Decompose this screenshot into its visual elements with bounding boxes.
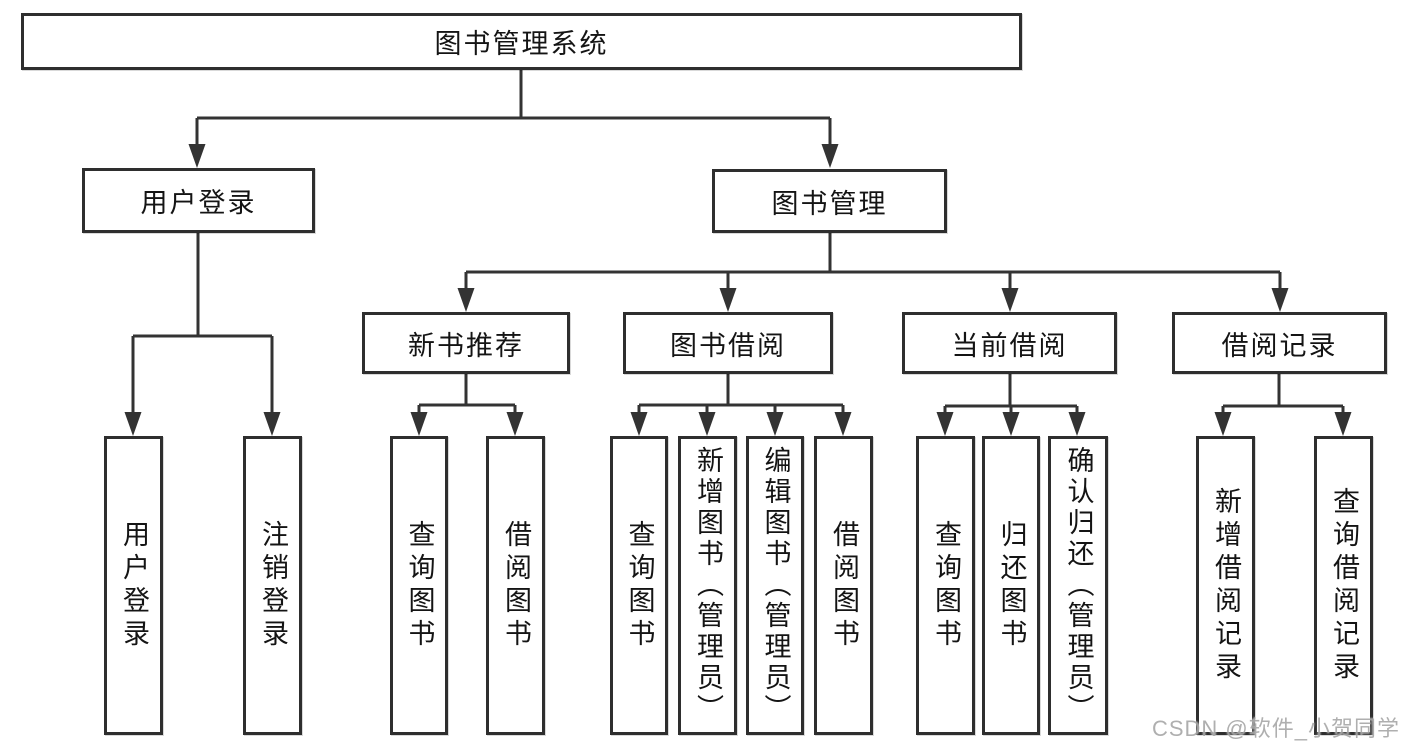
leaf-cb-query-books: 查询图书 <box>916 436 975 735</box>
node-borrowing-records: 借阅记录 <box>1172 312 1387 374</box>
node-book-borrowing: 图书借阅 <box>623 312 833 374</box>
leaf-bb-query-books: 查询图书 <box>610 436 668 735</box>
leaf-bb-borrow-books: 借阅图书 <box>814 436 873 735</box>
leaf-bb-borrow-books-label: 借阅图书 <box>829 519 859 652</box>
leaf-cb-return-books: 归还图书 <box>982 436 1040 735</box>
leaf-rec-borrow-books: 借阅图书 <box>486 436 545 735</box>
leaf-user-login-label: 用户登录 <box>119 519 149 652</box>
node-book-management: 图书管理 <box>712 169 947 233</box>
node-root-system: 图书管理系统 <box>21 13 1022 70</box>
leaf-cb-return-books-label: 归还图书 <box>996 519 1027 652</box>
leaf-br-add-record: 新增借阅记录 <box>1196 436 1255 735</box>
leaf-bb-add-books-admin-label: 新增图书（管理员） <box>693 446 723 725</box>
node-new-book-recommendation: 新书推荐 <box>362 312 570 374</box>
leaf-bb-edit-books-admin-label: 编辑图书（管理员） <box>760 446 791 725</box>
leaf-cb-confirm-return-admin-label: 确认归还（管理员） <box>1063 446 1094 725</box>
leaf-rec-query-books-label: 查询图书 <box>404 519 435 652</box>
leaf-bb-query-books-label: 查询图书 <box>624 519 655 652</box>
leaf-logout-label: 注销登录 <box>258 519 288 652</box>
csdn-watermark: CSDN @软件_小贺同学 <box>1151 716 1400 741</box>
node-current-borrowing: 当前借阅 <box>902 312 1117 374</box>
leaf-bb-edit-books-admin: 编辑图书（管理员） <box>746 436 804 735</box>
leaf-br-query-record: 查询借阅记录 <box>1314 436 1373 735</box>
leaf-user-login: 用户登录 <box>104 436 163 735</box>
leaf-br-query-record-label: 查询借阅记录 <box>1329 486 1359 685</box>
leaf-cb-query-books-label: 查询图书 <box>931 519 961 652</box>
node-user-login: 用户登录 <box>82 168 315 233</box>
leaf-br-add-record-label: 新增借阅记录 <box>1211 486 1241 685</box>
leaf-rec-query-books: 查询图书 <box>390 436 448 735</box>
leaf-logout: 注销登录 <box>243 436 302 735</box>
leaf-bb-add-books-admin: 新增图书（管理员） <box>678 436 737 735</box>
leaf-cb-confirm-return-admin: 确认归还（管理员） <box>1048 436 1108 735</box>
leaf-rec-borrow-books-label: 借阅图书 <box>501 519 531 652</box>
